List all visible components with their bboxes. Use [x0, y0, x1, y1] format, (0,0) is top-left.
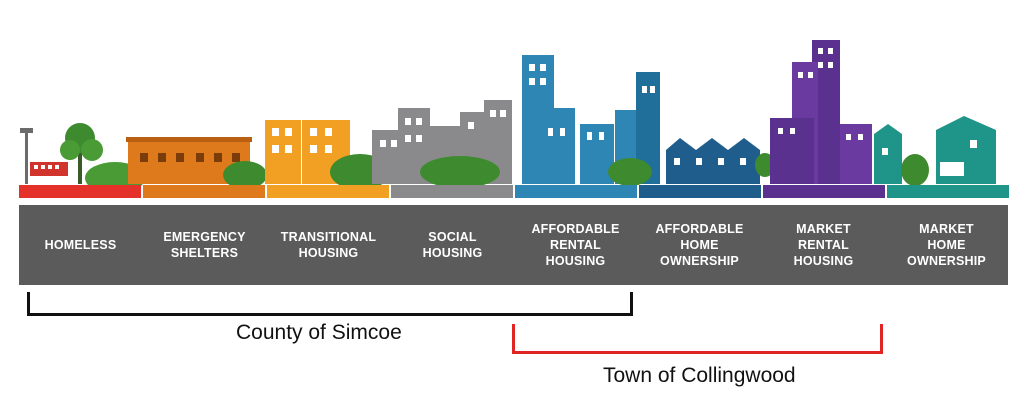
town-label: Town of Collingwood	[603, 364, 796, 387]
color-bar-segment	[391, 185, 513, 198]
street-lamp-icon	[20, 128, 33, 184]
category-homeless: HOMELESS	[44, 238, 117, 252]
color-bar-segment	[19, 185, 141, 198]
color-bar-segment	[267, 185, 389, 198]
color-bar-segment	[763, 185, 885, 198]
market-rental-building-icon	[770, 40, 872, 184]
affordable-rental-building-icon	[522, 55, 660, 184]
color-bar-segment	[639, 185, 761, 198]
color-bar-strip	[19, 185, 1009, 198]
tree-icon	[60, 123, 103, 184]
county-bracket	[27, 292, 633, 316]
housing-skyline-illustration	[19, 40, 1009, 198]
county-label: County of Simcoe	[236, 321, 402, 344]
bench-icon	[30, 162, 68, 176]
color-bar-segment	[887, 185, 1009, 198]
color-bar-segment	[143, 185, 265, 198]
color-bar-segment	[515, 185, 637, 198]
affordable-ownership-townhouse-icon	[666, 138, 760, 184]
market-ownership-house-icon	[874, 116, 996, 184]
town-bracket	[512, 324, 883, 354]
